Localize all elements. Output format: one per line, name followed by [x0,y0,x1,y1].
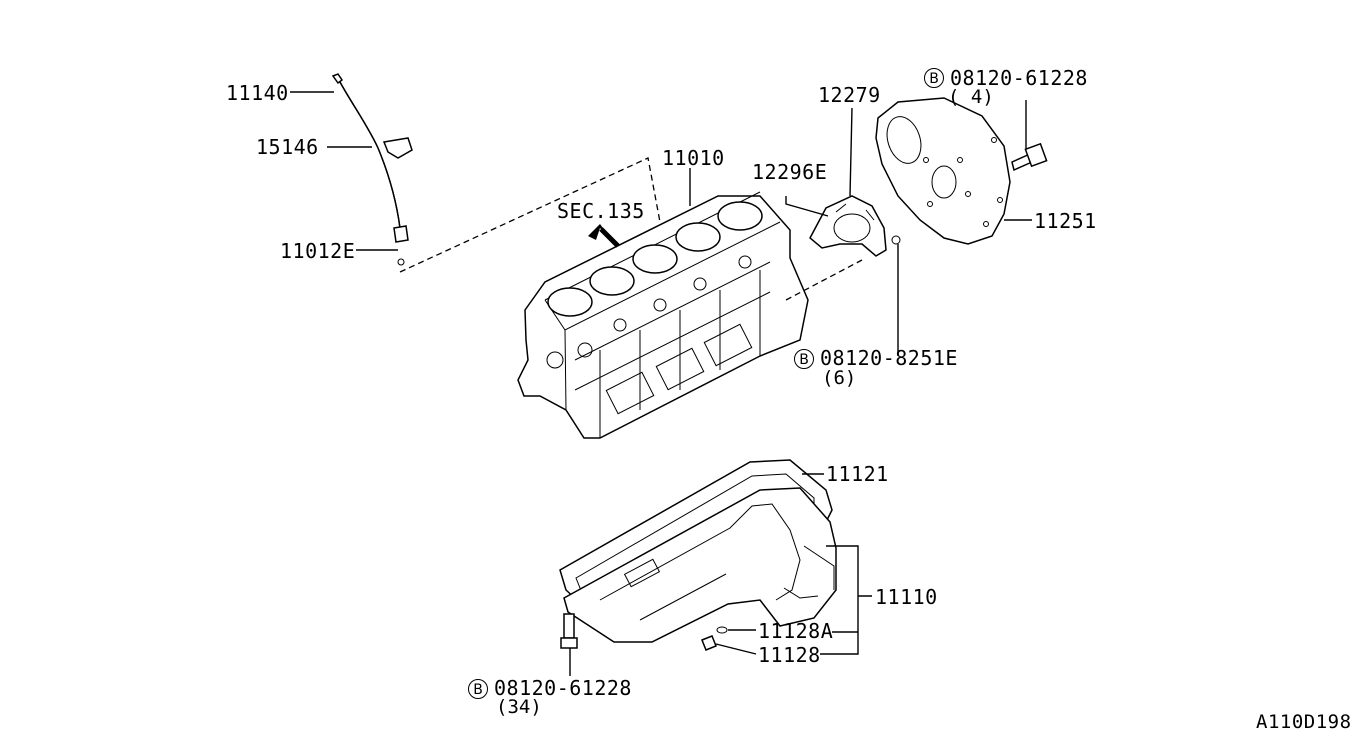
rear-plate [875,97,1011,245]
qty-bolt-top-right: ( 4) [948,86,994,108]
bolt-symbol-middle: B [794,349,814,369]
cylinder-block [517,191,809,439]
callout-12279[interactable]: 12279 [818,83,881,107]
callout-11110[interactable]: 11110 [875,585,938,609]
section-reference[interactable]: SEC.135 [557,199,645,223]
diagram-id: A110D198 [1256,711,1352,733]
rear-oil-seal-retainer [809,195,901,257]
bolt-symbol-top-right: B [924,68,944,88]
callout-11121[interactable]: 11121 [826,462,889,486]
oil-pan [563,487,837,643]
callout-15146[interactable]: 15146 [256,135,319,159]
callout-11251[interactable]: 11251 [1034,209,1097,233]
callout-11128A[interactable]: 11128A [758,619,834,643]
dipstick-assembly [331,73,413,266]
bolt-symbol-bottom: B [468,679,488,699]
callout-11012E[interactable]: 11012E [280,239,356,263]
callout-bolt-bottom[interactable]: 08120-61228 [494,676,632,700]
callout-11140[interactable]: 11140 [226,81,289,105]
bolt-top-right [1011,142,1048,172]
callout-11010[interactable]: 11010 [662,146,725,170]
callout-bolt-middle[interactable]: 08120-8251E [820,346,958,370]
bolt-bottom [560,613,578,649]
qty-bolt-middle: (6) [822,367,857,389]
callout-11128[interactable]: 11128 [758,643,821,667]
callout-bolt-top-right[interactable]: 08120-61228 [950,66,1088,90]
qty-bolt-bottom: (34) [496,696,542,718]
callout-12296E[interactable]: 12296E [752,160,828,184]
